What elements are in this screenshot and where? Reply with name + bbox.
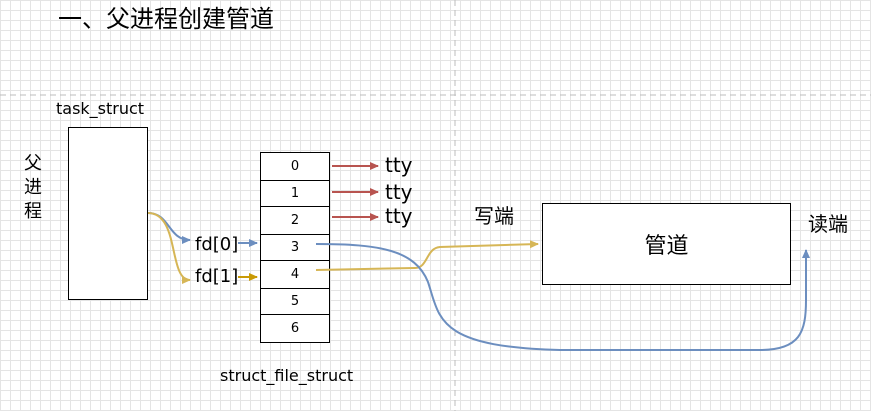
pipe-label: 管道 — [644, 234, 689, 259]
fd-cell-4: 4 — [261, 261, 329, 289]
page-title: 一、父进程创建管道 — [58, 5, 274, 33]
write-end-label: 写端 — [474, 204, 514, 228]
fd-cell-6: 6 — [261, 315, 329, 343]
write-end-connector — [315, 240, 539, 271]
fd-table: 0 1 2 3 4 5 6 — [260, 152, 330, 343]
task-struct-label: task_struct — [56, 99, 145, 118]
fd-cell-2: 2 — [261, 207, 329, 235]
fd-cell-5: 5 — [261, 289, 329, 315]
tty-label-2: tty — [385, 204, 413, 228]
pipe-box: 管道 — [542, 203, 791, 285]
read-end-label: 读端 — [808, 212, 848, 236]
task-to-fd1-connector — [147, 212, 191, 284]
fd-write-label: fd[1] — [195, 266, 239, 287]
fd-read-label: fd[0] — [195, 234, 239, 255]
fd-cell-1: 1 — [261, 181, 329, 207]
fd-cell-0: 0 — [261, 153, 329, 181]
fd-cell-3: 3 — [261, 235, 329, 261]
read-end-connector — [315, 243, 810, 351]
parent-process-label: 父进程 — [24, 153, 42, 222]
tty-label-1: tty — [385, 180, 413, 204]
tty-label-0: tty — [385, 153, 413, 177]
task-struct-box — [68, 127, 148, 300]
file-struct-label: struct_file_struct — [220, 366, 354, 385]
